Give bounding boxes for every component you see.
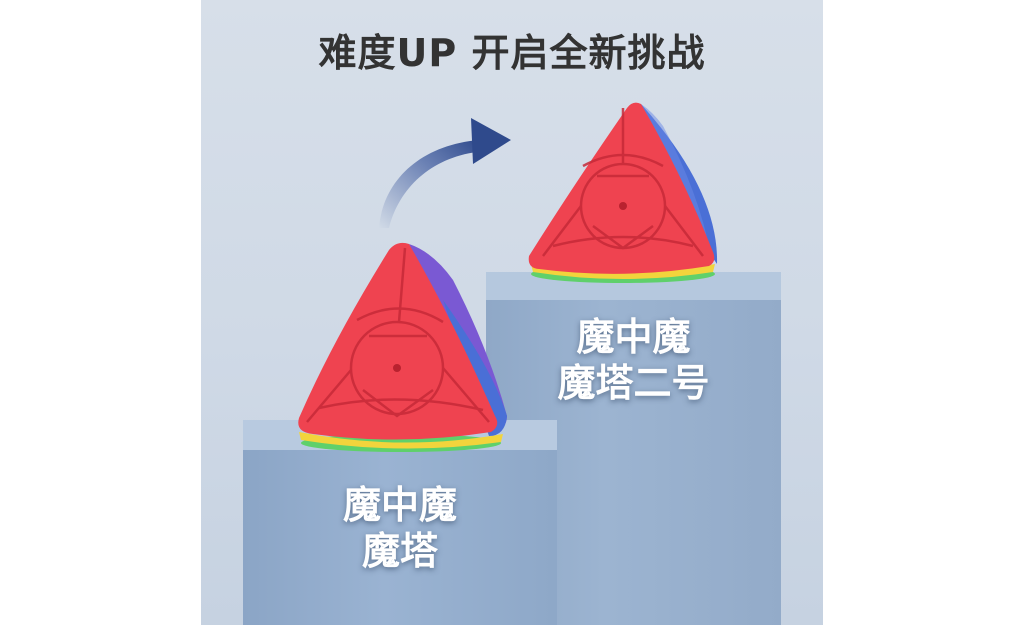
product-2-line1: 魔中魔 [576, 315, 691, 359]
upgrade-arrow-icon [379, 118, 511, 228]
product-1-line2: 魔塔 [361, 529, 438, 573]
product-scene: 难度UP 开启全新挑战 魔中魔 魔塔二号 魔中魔 魔塔 [201, 0, 823, 625]
product-label-1: 魔中魔 魔塔 [243, 482, 557, 574]
product-1-line1: 魔中魔 [342, 483, 457, 527]
product-2-line2: 魔塔二号 [557, 361, 710, 405]
product-label-2: 魔中魔 魔塔二号 [486, 314, 781, 406]
puzzle-right [528, 102, 718, 283]
puzzle-left [298, 242, 507, 452]
headline: 难度UP 开启全新挑战 [318, 31, 706, 75]
